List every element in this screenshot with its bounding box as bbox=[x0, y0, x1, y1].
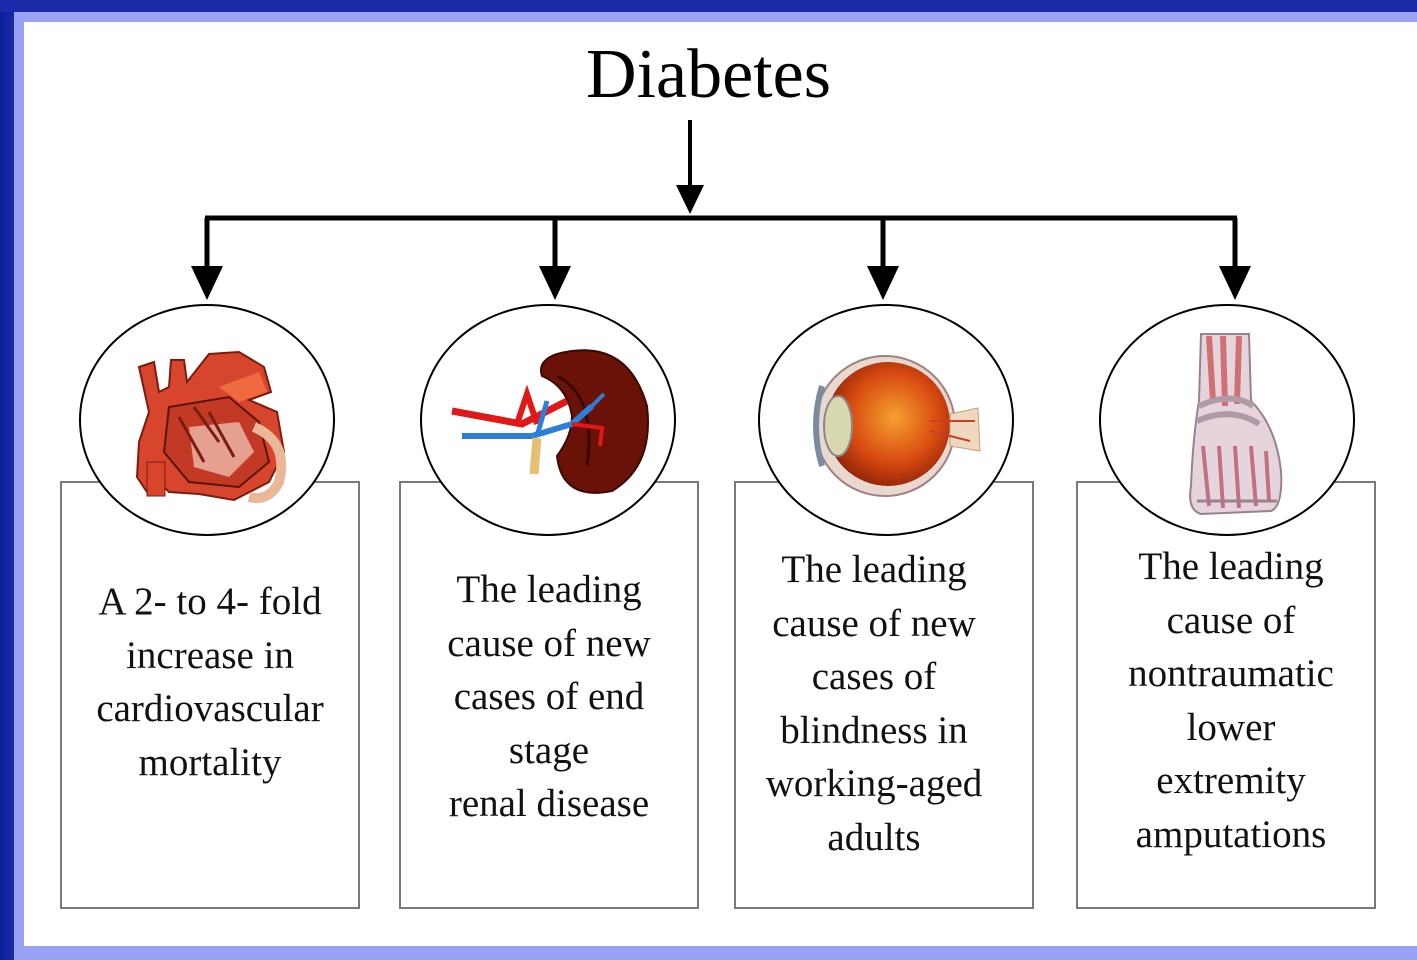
heart-circle bbox=[79, 304, 335, 536]
kidney-icon bbox=[422, 306, 676, 536]
kidney-circle bbox=[420, 304, 676, 536]
caption-amputation: The leading cause of nontraumatic lower … bbox=[1081, 540, 1381, 861]
trunk-arrowhead bbox=[676, 185, 704, 214]
arrowhead-3 bbox=[867, 266, 899, 300]
eye-circle bbox=[758, 304, 1014, 536]
caption-renal: The leading cause of new cases of end st… bbox=[399, 563, 699, 831]
heart-icon bbox=[81, 306, 335, 536]
caption-cardiovascular: A 2- to 4- fold increase in cardiovascul… bbox=[60, 575, 360, 789]
caption-blindness: The leading cause of new cases of blindn… bbox=[724, 543, 1024, 864]
eye-icon bbox=[760, 306, 1014, 536]
foot-icon bbox=[1101, 306, 1355, 536]
foot-circle bbox=[1099, 304, 1355, 536]
arrowhead-1 bbox=[191, 266, 223, 300]
arrowhead-4 bbox=[1219, 266, 1251, 300]
arrowhead-2 bbox=[539, 266, 571, 300]
